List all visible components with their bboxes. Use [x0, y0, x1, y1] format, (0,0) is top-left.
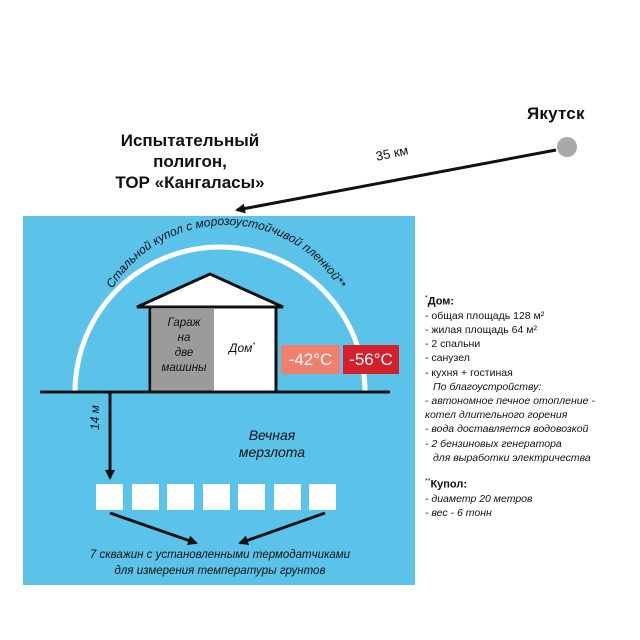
amenities-title: По благоустройству:	[433, 380, 542, 393]
garage-label-line-1: Гараж	[167, 317, 201, 329]
wells-arrow-left	[109, 511, 198, 546]
permafrost-line-1: Вечная	[248, 427, 296, 443]
amenities-item: для выработки электричества	[433, 451, 591, 464]
sensor-square	[238, 484, 265, 510]
dome-note-item: - вес - 6 тонн	[425, 507, 492, 520]
house-note-item: - санузел	[425, 352, 470, 365]
wells-arrow-right	[238, 511, 326, 546]
amenities-item: - вода доставляется водовозкой	[425, 423, 589, 436]
wells-caption-line-1: 7 скважин с установленными термодатчикам…	[89, 549, 351, 561]
site-title-line-2: полигон,	[153, 152, 227, 171]
notes-gap	[425, 465, 635, 475]
city-label: Якутск	[527, 104, 585, 123]
sensor-square	[131, 484, 159, 510]
house-label-marker: *	[252, 342, 256, 349]
dome-note-marker: **	[425, 478, 431, 486]
house-note-item: - общая площадь 128 м²	[425, 309, 545, 322]
garage-block	[152, 309, 214, 391]
dome-note-title: **Купол:	[425, 475, 635, 492]
house-label-text: Дом	[229, 341, 253, 355]
garage-label-line-4: машины	[161, 362, 207, 374]
amenities-item: - 2 бензиновых генератора	[425, 437, 562, 450]
site-title-line-1: Испытательный	[120, 131, 260, 150]
city-dot	[557, 137, 577, 157]
house-note-title: *Дом:	[425, 292, 635, 309]
temp-inside-badge: -42°C	[281, 345, 340, 374]
route-arrow	[235, 148, 557, 214]
house-note-item: - кухня + гостиная	[425, 366, 513, 379]
garage-label-line-2: на	[177, 332, 191, 344]
garage-label: Гараж на две машины	[156, 316, 212, 376]
dome-note-title-text: Купол:	[430, 478, 468, 491]
sensor-square	[309, 484, 336, 510]
sensor-square	[167, 484, 194, 510]
garage-label-line-3: две	[174, 347, 194, 359]
temp-outside-badge: -56°C	[343, 345, 399, 374]
site-title: Испытательный полигон, ТОР «Кангаласы»	[100, 130, 280, 193]
wells-caption-line-2: для измерения температуры грунтов	[114, 565, 326, 577]
house-label: Дом*	[229, 341, 255, 355]
notes-panel: *Дом: - общая площадь 128 м² - жилая пло…	[425, 292, 635, 520]
sensor-square	[96, 484, 123, 510]
permafrost-line-2: мерзлота	[238, 444, 306, 460]
permafrost-label: Вечная мерзлота	[222, 427, 322, 461]
house-note-item: - 2 спальни	[425, 338, 481, 351]
house-note-title-text: Дом:	[427, 295, 455, 308]
sensor-square	[202, 484, 230, 510]
dome-note-item: - диаметр 20 метров	[425, 492, 533, 505]
house-note-marker: *	[425, 295, 428, 302]
amenities-item: - автономное печное отопление -	[425, 395, 595, 408]
sensor-square	[273, 484, 301, 510]
wells-caption: 7 скважин с установленными термодатчикам…	[40, 547, 400, 579]
site-title-line-3: ТОР «Кангаласы»	[115, 173, 265, 192]
house-roof	[136, 272, 284, 309]
dome-arc	[72, 244, 368, 393]
amenities-item: котел длительного горения	[425, 409, 568, 422]
depth-label: 14 м	[88, 405, 102, 430]
house-note-item: - жилая площадь 64 м²	[425, 324, 537, 337]
